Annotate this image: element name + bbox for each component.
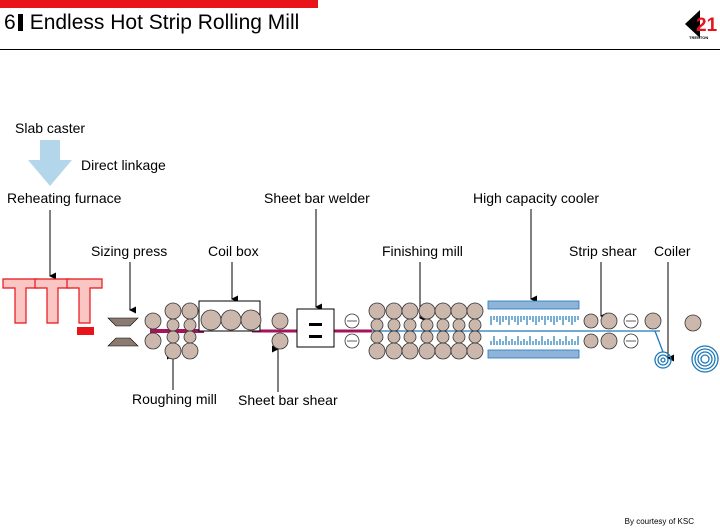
coil-2-core (700, 354, 710, 364)
label-coiler: Coiler (654, 243, 691, 259)
logo-numeral: 21 (696, 15, 718, 36)
finishing-work-roll-bottom (403, 330, 417, 344)
furnace-1 (2, 278, 39, 324)
finishing-work-roll-top (420, 318, 434, 332)
furnace-3 (66, 278, 103, 324)
label-reheating-furnace: Reheating furnace (7, 190, 122, 206)
label-roughing-mill: Roughing mill (132, 391, 217, 407)
coiler-mandrel-roll (684, 314, 702, 332)
roughing-edger-roll-top (144, 312, 162, 330)
label-high-capacity-cooler: High capacity cooler (473, 190, 599, 206)
finishing-backup-roll-top (385, 302, 403, 320)
coiler-pinch-roll (644, 312, 662, 330)
roughing-backup-roll-top (164, 302, 182, 320)
slide-number: 6 (4, 11, 16, 34)
logo-arrow (685, 10, 700, 38)
finishing-work-roll-top (436, 318, 450, 332)
cooler-sprays (490, 316, 579, 345)
roughing-backup-roll-top (181, 302, 199, 320)
finishing-work-roll-top (403, 318, 417, 332)
welder-electrode-top (309, 323, 322, 326)
strip-shear-drum-bottom (600, 332, 618, 350)
label-sheet-bar-welder: Sheet bar welder (264, 190, 370, 206)
coil-box-roll (220, 309, 242, 331)
cooler-top-header (487, 300, 580, 310)
label-slab-caster: Slab caster (15, 120, 85, 136)
finishing-work-roll-top (468, 318, 482, 332)
page-title: 6 Endless Hot Strip Rolling Mill (4, 11, 299, 35)
label-finishing-mill: Finishing mill (382, 243, 463, 259)
sizing-press-bottom (107, 337, 139, 347)
finishing-backup-roll-bottom (450, 342, 468, 360)
title-separator (17, 14, 23, 31)
pinch-roll-bottom (271, 332, 289, 350)
shear-pinch-roll-top (583, 313, 599, 329)
sizing-press-top (107, 317, 139, 327)
roughing-backup-roll-bottom (181, 342, 199, 360)
label-strip-shear: Strip shear (569, 243, 637, 259)
coil-2 (691, 345, 719, 373)
roughing-work-roll-top (183, 318, 197, 332)
slab (77, 327, 94, 335)
finishing-work-roll-top (387, 318, 401, 332)
finishing-work-roll-bottom (436, 330, 450, 344)
company-logo: 21 TRENTON (685, 10, 718, 40)
coils (654, 345, 719, 373)
roughing-work-roll-bottom (183, 330, 197, 344)
finishing-backup-roll-top (434, 302, 452, 320)
credit-note: By courtesy of KSC (624, 517, 694, 526)
finishing-backup-roll-top (450, 302, 468, 320)
header-rule (0, 49, 720, 50)
strip-shear-drum-top (600, 312, 618, 330)
finishing-backup-roll-bottom (466, 342, 484, 360)
finishing-work-roll-bottom (370, 330, 384, 344)
label-sizing-press: Sizing press (91, 243, 167, 259)
finishing-backup-roll-top (368, 302, 386, 320)
finishing-work-roll-bottom (387, 330, 401, 344)
furnace-2 (34, 278, 71, 324)
finishing-backup-roll-bottom (418, 342, 436, 360)
pinch-roll-top (271, 312, 289, 330)
reheating-furnaces (2, 278, 103, 324)
finishing-work-roll-bottom (420, 330, 434, 344)
finishing-backup-roll-bottom (385, 342, 403, 360)
mill-rolls (144, 302, 702, 360)
finishing-work-roll-top (370, 318, 384, 332)
title-text: Endless Hot Strip Rolling Mill (29, 11, 300, 34)
coil-box-roll (240, 309, 262, 331)
finishing-work-roll-bottom (468, 330, 482, 344)
cooler-bottom-header (487, 349, 580, 359)
label-sheet-bar-shear: Sheet bar shear (238, 392, 338, 408)
roughing-edger-roll-bottom (144, 332, 162, 350)
logo-text: TRENTON (689, 35, 708, 40)
finishing-work-roll-top (452, 318, 466, 332)
strip-to-coil (654, 330, 664, 353)
finishing-work-roll-bottom (452, 330, 466, 344)
finishing-backup-roll-top (418, 302, 436, 320)
finishing-backup-roll-bottom (368, 342, 386, 360)
coil-box-roll (200, 309, 222, 331)
direct-linkage-arrow (28, 140, 72, 186)
roughing-work-roll-top (166, 318, 180, 332)
coil-1-inner (657, 354, 669, 366)
label-coil-box: Coil box (208, 243, 259, 259)
sheet-bar-welder-frame (296, 308, 335, 348)
finishing-backup-roll-bottom (434, 342, 452, 360)
roughing-backup-roll-bottom (164, 342, 182, 360)
welder-electrode-bottom (309, 335, 322, 338)
label-direct-linkage: Direct linkage (81, 157, 166, 173)
finishing-backup-roll-top (466, 302, 484, 320)
header-accent-bar (0, 0, 318, 8)
roughing-work-roll-bottom (166, 330, 180, 344)
coil-2-ring-2 (694, 348, 716, 370)
coil-1-core (660, 357, 666, 363)
coil-2-ring-3 (697, 351, 713, 367)
shear-pinch-roll-bottom (583, 333, 599, 349)
finishing-backup-roll-top (401, 302, 419, 320)
finishing-backup-roll-bottom (401, 342, 419, 360)
